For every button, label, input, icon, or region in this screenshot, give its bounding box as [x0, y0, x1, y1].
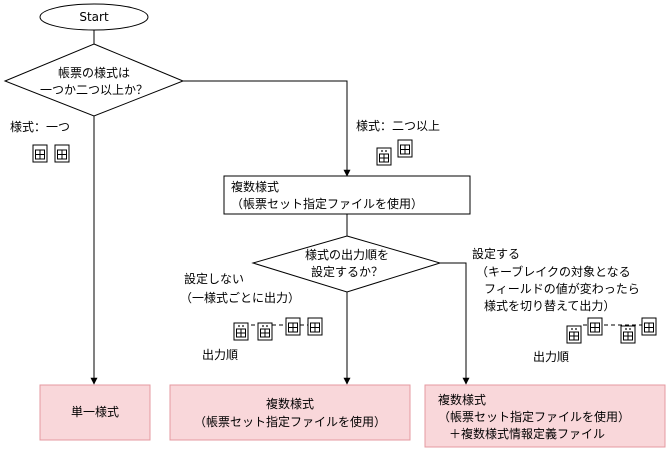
form-grid-icon — [641, 317, 657, 336]
form-grid-icon — [54, 144, 70, 163]
form-dotted-icon — [376, 147, 392, 166]
result-multi-def-line2: （帳票セット指定ファイルを使用） — [438, 409, 630, 424]
result-single-form: 単一様式 — [39, 384, 151, 441]
form-dotted-icon — [566, 325, 582, 344]
no-set-line2: （一様式ごとに出力） — [180, 290, 300, 305]
branch-one-label: 様式：一つ — [10, 120, 70, 134]
form-dotted-icon — [620, 325, 636, 344]
result-multi-form: 複数様式 （帳票セット指定ファイルを使用） — [169, 384, 411, 441]
decision2-line1: 様式の出力順を — [305, 248, 389, 262]
connector-to-multi — [183, 80, 351, 177]
form-grid-icon — [285, 317, 301, 336]
form-grid-icon — [397, 139, 413, 158]
connector-to-result-multi-def — [440, 262, 470, 385]
start-terminal: Start — [39, 3, 149, 31]
yes-set-line4: 様式を切り替えて出力） — [484, 299, 615, 313]
decision2-line2: 設定するか？ — [311, 264, 383, 279]
decision1-line1: 帳票の様式は — [58, 66, 130, 80]
result-multi-line2: （帳票セット指定ファイルを使用） — [194, 414, 386, 429]
start-label: Start — [79, 10, 109, 24]
order-label-right: 出力順 — [533, 350, 569, 364]
result-multi-line1: 複数様式 — [266, 396, 314, 411]
form-dotted-icon — [257, 322, 273, 341]
result-multi-def-line1: 複数様式 — [438, 392, 486, 407]
form-dotted-icon — [233, 322, 249, 341]
result-multi-def-line3: ＋複数様式情報定義ファイル — [449, 426, 605, 441]
yes-set-line3: フィールドの値が変わったら — [484, 281, 640, 296]
process-multi-line1: 複数様式 — [231, 179, 279, 194]
yes-set-line2: （キーブレイクの対象となる — [476, 264, 631, 279]
process-multi-line2: （帳票セット指定ファイルを使用） — [231, 196, 423, 211]
yes-set-line1: 設定する — [472, 246, 520, 261]
decision1-line2: 一つか二つ以上か？ — [40, 83, 148, 97]
no-set-line1: 設定しない — [184, 271, 244, 286]
decision-form-count: 帳票の様式は 一つか二つ以上か？ — [3, 43, 185, 117]
form-grid-icon — [32, 144, 48, 163]
result-single-label: 単一様式 — [71, 405, 119, 419]
form-grid-icon — [587, 317, 603, 336]
order-label-left: 出力順 — [202, 348, 238, 362]
decision-output-order: 様式の出力順を 設定するか？ — [251, 235, 442, 293]
form-grid-icon — [307, 317, 323, 336]
process-multi-form: 複数様式 （帳票セット指定ファイルを使用） — [223, 175, 471, 215]
result-multi-definition: 複数様式 （帳票セット指定ファイルを使用） ＋複数様式情報定義ファイル — [424, 384, 666, 448]
branch-two-label: 様式：二つ以上 — [356, 119, 440, 133]
